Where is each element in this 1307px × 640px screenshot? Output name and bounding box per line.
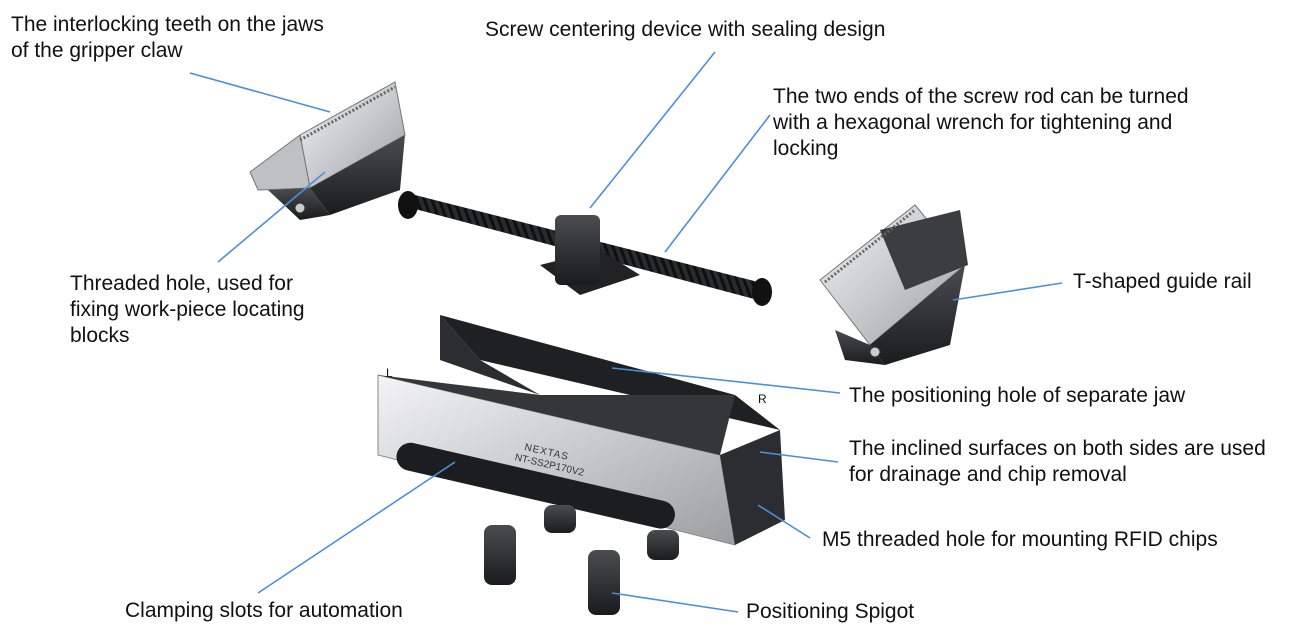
label-t-rail: T-shaped guide rail [1073, 270, 1252, 293]
vise-base [377, 315, 785, 546]
right-jaw [819, 204, 968, 365]
label-clamping-slots: Clamping slots for automation [125, 599, 403, 622]
leader-lines [189, 51, 1063, 613]
label-interlocking-teeth: The interlocking teeth on the jaws of th… [11, 12, 324, 64]
label-threaded-hole: Threaded hole, used for fixing work-piec… [70, 271, 305, 349]
label-line: blocks [70, 324, 130, 347]
label-inclined-surfaces: The inclined surfaces on both sides are … [849, 436, 1266, 488]
label-line: The interlocking teeth on the jaws [11, 13, 324, 36]
label-line: Threaded hole, used for [70, 272, 293, 295]
label-line: fixing work-piece locating [70, 298, 305, 321]
label-positioning-spigot: Positioning Spigot [746, 600, 915, 623]
label-line: The inclined surfaces on both sides are … [849, 437, 1266, 460]
label-line: locking [773, 137, 839, 160]
left-jaw [249, 81, 406, 220]
label-line: for drainage and chip removal [849, 463, 1127, 486]
screw-rod [398, 191, 772, 306]
label-positioning-hole: The positioning hole of separate jaw [849, 384, 1186, 407]
label-screw-ends: The two ends of the screw rod can be tur… [773, 84, 1189, 162]
label-line: with a hexagonal wrench for tightening a… [773, 111, 1173, 134]
label-line: of the gripper claw [11, 39, 183, 62]
jaw-mark-left: L [386, 366, 393, 380]
label-line: The two ends of the screw rod can be tur… [773, 85, 1189, 108]
spigots [484, 505, 679, 615]
jaw-mark-right: R [758, 392, 767, 406]
label-screw-centering: Screw centering device with sealing desi… [485, 18, 886, 41]
label-m5-hole: M5 threaded hole for mounting RFID chips [822, 528, 1218, 551]
